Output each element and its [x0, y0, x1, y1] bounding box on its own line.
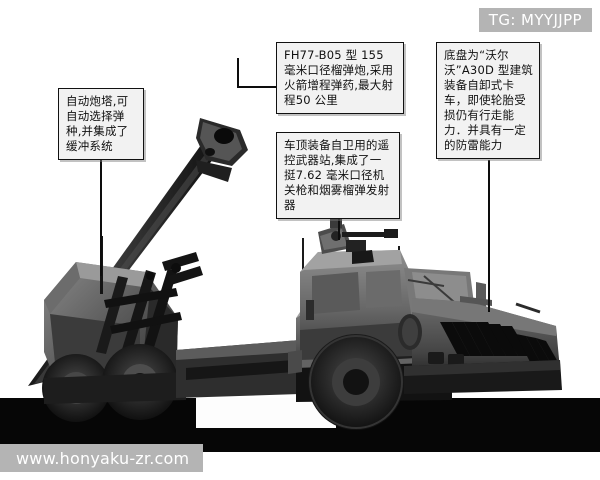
leader-line-chassis	[488, 160, 490, 312]
leader-line-howitzer-vertical	[237, 58, 239, 88]
vehicle-detail-group	[288, 296, 541, 374]
callout-howitzer: FH77-B05 型 155 毫米口径榴弹炮,采用火箭增程弹药,最大射程50 公…	[276, 42, 404, 114]
leader-line-howitzer-horizontal	[237, 86, 277, 88]
engine-hood-group	[398, 298, 562, 394]
rear-deck-group	[176, 340, 300, 398]
leader-line-turret	[100, 160, 102, 276]
callout-chassis: 底盘为“沃尔沃”A30D 型建筑装备自卸式卡车，即使轮胎受损仍有行走能力．并具有…	[436, 42, 540, 159]
callout-turret: 自动炮塔,可自动选择弹种,并集成了缓冲系统	[58, 88, 144, 160]
callout-remote-weapon-station: 车顶装备自卫用的遥控武器站,集成了一挺7.62 毫米口径机关枪和烟雾榴弹发射器	[276, 132, 400, 219]
remote-weapon-station-group	[318, 214, 398, 264]
watermark-telegram-handle: TG: MYYJJPP	[478, 8, 592, 32]
rear-wheels-group	[42, 344, 186, 422]
watermark-site-url: www.honyaku-zr.com	[0, 444, 204, 472]
front-wheel-group	[308, 334, 404, 430]
leader-line-weapon-station	[338, 214, 340, 240]
